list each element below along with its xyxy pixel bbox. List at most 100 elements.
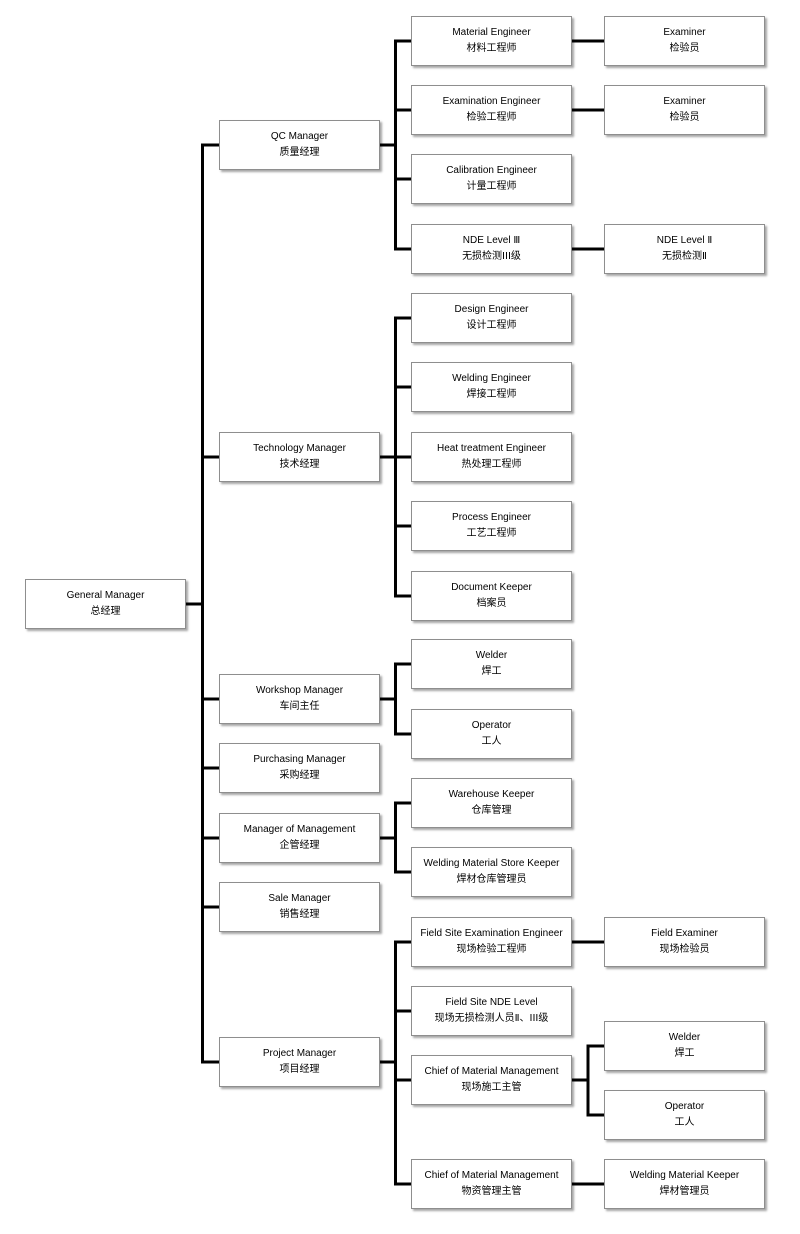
node-weld-mat-keeper: Welding Material Keeper 焊材管理员 — [604, 1159, 765, 1209]
node-label-en: Field Site Examination Engineer — [420, 928, 563, 939]
node-label-zh: 档案员 — [476, 598, 507, 609]
node-label-zh: 现场检验工程师 — [456, 944, 527, 955]
connector-mgmt-warehouse — [380, 801, 411, 840]
node-label-en: Examination Engineer — [442, 96, 541, 107]
node-label-en: Calibration Engineer — [446, 165, 537, 176]
node-label-en: Sale Manager — [268, 893, 331, 904]
node-label-zh: 检验员 — [669, 112, 700, 123]
node-label-en: Purchasing Manager — [253, 754, 346, 765]
node-operator1: Operator 工人 — [411, 709, 572, 759]
node-field-nde: Field Site NDE Level 现场无损检测人员Ⅱ、III级 — [411, 986, 572, 1036]
node-label-en: Design Engineer — [454, 304, 529, 315]
node-label-en: Welder — [668, 1032, 701, 1043]
connector-project-field_nde — [380, 1009, 411, 1064]
connector-qc-exam_eng — [380, 108, 411, 147]
node-tech: Technology Manager 技术经理 — [219, 432, 380, 482]
node-weld-eng: Welding Engineer 焊接工程师 — [411, 362, 572, 412]
node-label-en: Field Site NDE Level — [445, 997, 538, 1008]
connector-tech-weld_eng — [380, 385, 411, 459]
node-label-en: Examiner — [663, 27, 706, 38]
node-label-zh: 现场无损检测人员Ⅱ、III级 — [434, 1013, 549, 1024]
node-label-zh: 材料工程师 — [466, 43, 517, 54]
node-label-zh: 现场施工主管 — [461, 1082, 522, 1093]
node-examiner1: Examiner 检验员 — [604, 16, 765, 66]
connector-workshop-welder1 — [380, 662, 411, 701]
node-label-en: QC Manager — [270, 131, 329, 142]
node-label-zh: 总经理 — [90, 606, 121, 617]
node-design-eng: Design Engineer 设计工程师 — [411, 293, 572, 343]
node-label-en: Warehouse Keeper — [448, 789, 535, 800]
node-label-zh: 检验工程师 — [466, 112, 517, 123]
connector-chief_mat1-operator2 — [572, 1078, 604, 1117]
node-label-zh: 销售经理 — [279, 909, 320, 920]
connector-qc-nde3 — [380, 143, 411, 251]
node-label-en: Chief of Material Management — [424, 1066, 559, 1077]
node-process-eng: Process Engineer 工艺工程师 — [411, 501, 572, 551]
node-label-zh: 焊材仓库管理员 — [456, 874, 527, 885]
node-examiner2: Examiner 检验员 — [604, 85, 765, 135]
node-label-en: Workshop Manager — [255, 685, 344, 696]
node-heat-eng: Heat treatment Engineer 热处理工程师 — [411, 432, 572, 482]
node-label-en: NDE Level Ⅲ — [462, 235, 521, 246]
node-label-en: NDE Level Ⅱ — [656, 235, 713, 246]
node-label-zh: 仓库管理 — [471, 805, 512, 816]
node-exam-eng: Examination Engineer 检验工程师 — [411, 85, 572, 135]
node-doc-keeper: Document Keeper 档案员 — [411, 571, 572, 621]
node-label-en: Material Engineer — [452, 27, 531, 38]
node-purchasing: Purchasing Manager 采购经理 — [219, 743, 380, 793]
node-chief-mat1: Chief of Material Management 现场施工主管 — [411, 1055, 572, 1105]
node-welder2: Welder 焊工 — [604, 1021, 765, 1071]
node-welder1: Welder 焊工 — [411, 639, 572, 689]
node-mat-eng: Material Engineer 材料工程师 — [411, 16, 572, 66]
connector-workshop-operator1 — [380, 697, 411, 736]
node-label-zh: 企管经理 — [279, 840, 320, 851]
node-label-en: Examiner — [663, 96, 706, 107]
node-label-en: Welding Material Store Keeper — [423, 858, 560, 869]
node-calib-eng: Calibration Engineer 计量工程师 — [411, 154, 572, 204]
node-label-zh: 工人 — [481, 736, 502, 747]
node-label-en: Heat treatment Engineer — [437, 443, 546, 454]
node-label-zh: 设计工程师 — [466, 320, 517, 331]
node-label-en: Document Keeper — [451, 582, 532, 593]
node-label-zh: 焊接工程师 — [466, 389, 517, 400]
node-label-en: Operator — [471, 720, 512, 731]
node-label-en: Welding Engineer — [452, 373, 531, 384]
node-label-zh: 无损检测Ⅱ — [662, 251, 707, 262]
node-label-zh: 无损检测III级 — [462, 251, 521, 262]
connector-tech-doc_keeper — [380, 455, 411, 598]
node-label-zh: 计量工程师 — [466, 181, 517, 192]
node-label-en: Welding Material Keeper — [629, 1170, 740, 1181]
connector-mgmt-weld_store — [380, 836, 411, 874]
node-label-zh: 技术经理 — [279, 459, 320, 470]
node-label-zh: 焊工 — [481, 666, 502, 677]
node-label-zh: 工人 — [674, 1117, 695, 1128]
node-label-en: Welder — [475, 650, 508, 661]
node-label-zh: 焊材管理员 — [659, 1186, 710, 1197]
node-label-zh: 工艺工程师 — [466, 528, 517, 539]
node-label-en: Process Engineer — [452, 512, 531, 523]
node-label-en: Field Examiner — [651, 928, 718, 939]
node-nde2: NDE Level Ⅱ 无损检测Ⅱ — [604, 224, 765, 274]
node-mgmt: Manager of Management 企管经理 — [219, 813, 380, 863]
node-sale: Sale Manager 销售经理 — [219, 882, 380, 932]
node-warehouse: Warehouse Keeper 仓库管理 — [411, 778, 572, 828]
node-label-en: Technology Manager — [253, 443, 346, 454]
node-label-zh: 焊工 — [674, 1048, 695, 1059]
node-label-en: Manager of Management — [243, 824, 356, 835]
node-label-zh: 物资管理主管 — [461, 1186, 522, 1197]
node-label-zh: 检验员 — [669, 43, 700, 54]
node-label-zh: 采购经理 — [279, 770, 320, 781]
node-label-zh: 热处理工程师 — [461, 459, 522, 470]
connector-project-chief_mat2 — [380, 1060, 411, 1186]
node-field-exam-eng: Field Site Examination Engineer 现场检验工程师 — [411, 917, 572, 967]
node-weld-store: Welding Material Store Keeper 焊材仓库管理员 — [411, 847, 572, 897]
node-label-zh: 项目经理 — [279, 1064, 320, 1075]
